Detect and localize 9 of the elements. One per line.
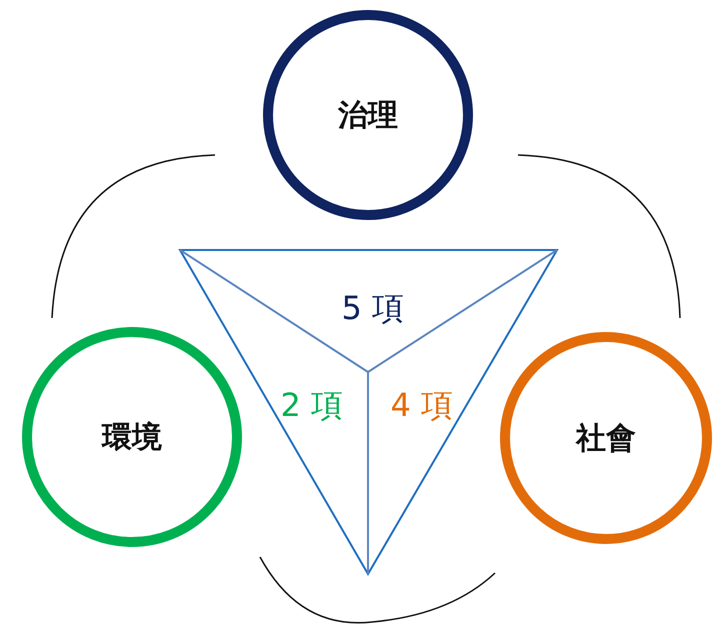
item-count: 2 項 — [280, 389, 344, 421]
category-label: 社會 — [576, 420, 636, 458]
category-label: 治理 — [338, 96, 398, 134]
item-count: 5 項 — [342, 292, 404, 324]
category-circle — [263, 10, 473, 220]
category-label: 環境 — [102, 418, 162, 456]
category-circle — [22, 327, 242, 547]
item-count: 4 項 — [390, 389, 454, 421]
category-circle — [500, 332, 712, 544]
